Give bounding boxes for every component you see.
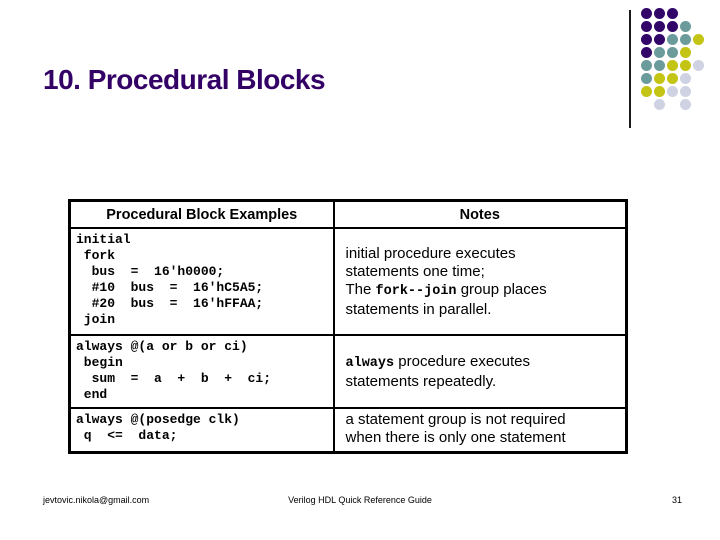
dot-icon	[680, 99, 691, 110]
dot-icon	[667, 47, 678, 58]
dot-icon	[680, 60, 691, 71]
note-mono-keyword: always	[345, 355, 395, 371]
dot-icon	[680, 47, 691, 58]
dot-icon	[641, 73, 652, 84]
dot-grid-row	[641, 60, 704, 71]
note-cell: always procedure executes statements rep…	[332, 334, 628, 409]
dot-icon	[680, 86, 691, 97]
column-header-examples: Procedural Block Examples	[68, 199, 335, 229]
dot-icon	[693, 60, 704, 71]
footer-page-number: 31	[671, 495, 682, 505]
dot-grid-row	[641, 8, 704, 19]
note-cell: a statement group is not required when t…	[332, 407, 628, 454]
footer-document-title: Verilog HDL Quick Reference Guide	[288, 495, 432, 505]
dot-icon	[680, 34, 691, 45]
dot-icon	[667, 73, 678, 84]
note-cell: initial procedure executes statements on…	[332, 227, 628, 336]
table-row: always @(posedge clk) q <= data; a state…	[68, 407, 628, 454]
dot-icon	[654, 73, 665, 84]
dot-icon	[667, 60, 678, 71]
table-header-row: Procedural Block Examples Notes	[68, 199, 628, 229]
note-text: group places statements in parallel.	[345, 280, 547, 318]
page-title: 10. Procedural Blocks	[43, 64, 326, 95]
dot-icon	[654, 34, 665, 45]
column-header-notes: Notes	[332, 199, 628, 229]
note-text: procedure executes statements repeatedly…	[345, 352, 531, 390]
dot-icon	[667, 21, 678, 32]
dot-icon	[680, 21, 691, 32]
dot-icon	[667, 86, 678, 97]
reference-table: Procedural Block Examples Notes initial …	[68, 199, 628, 454]
dot-icon	[641, 34, 652, 45]
dot-icon	[667, 34, 678, 45]
dot-grid-row	[641, 99, 704, 110]
dot-icon	[693, 34, 704, 45]
dot-grid-row	[641, 86, 704, 97]
dot-grid-row	[641, 73, 704, 84]
code-cell-always-posedge: always @(posedge clk) q <= data;	[68, 407, 335, 454]
dot-icon	[654, 99, 665, 110]
code-cell-always-begin-end: always @(a or b or ci) begin sum = a + b…	[68, 334, 335, 409]
table-row: always @(a or b or ci) begin sum = a + b…	[68, 334, 628, 409]
note-text: a statement group is not required when t…	[345, 411, 566, 446]
dot-icon	[654, 8, 665, 19]
dot-icon	[641, 47, 652, 58]
dot-grid-row	[641, 47, 704, 58]
dot-icon	[654, 60, 665, 71]
dot-grid-row	[641, 34, 704, 45]
footer-email: jevtovic.nikola@gmail.com	[43, 495, 150, 505]
note-text: initial procedure executes statements on…	[345, 244, 516, 298]
note-mono-keyword: fork--join	[375, 283, 457, 299]
dot-grid-row	[641, 21, 704, 32]
dot-icon	[654, 21, 665, 32]
dot-grid	[641, 8, 704, 112]
dot-icon	[654, 47, 665, 58]
decoration-vertical-line	[629, 10, 631, 128]
dot-icon	[641, 8, 652, 19]
dot-icon	[641, 21, 652, 32]
code-cell-initial-fork: initial fork bus = 16'h0000; #10 bus = 1…	[68, 227, 335, 336]
dot-icon	[641, 60, 652, 71]
dot-icon	[667, 8, 678, 19]
dot-icon	[641, 86, 652, 97]
table-row: initial fork bus = 16'h0000; #10 bus = 1…	[68, 227, 628, 336]
dot-icon	[654, 86, 665, 97]
dot-icon	[680, 73, 691, 84]
